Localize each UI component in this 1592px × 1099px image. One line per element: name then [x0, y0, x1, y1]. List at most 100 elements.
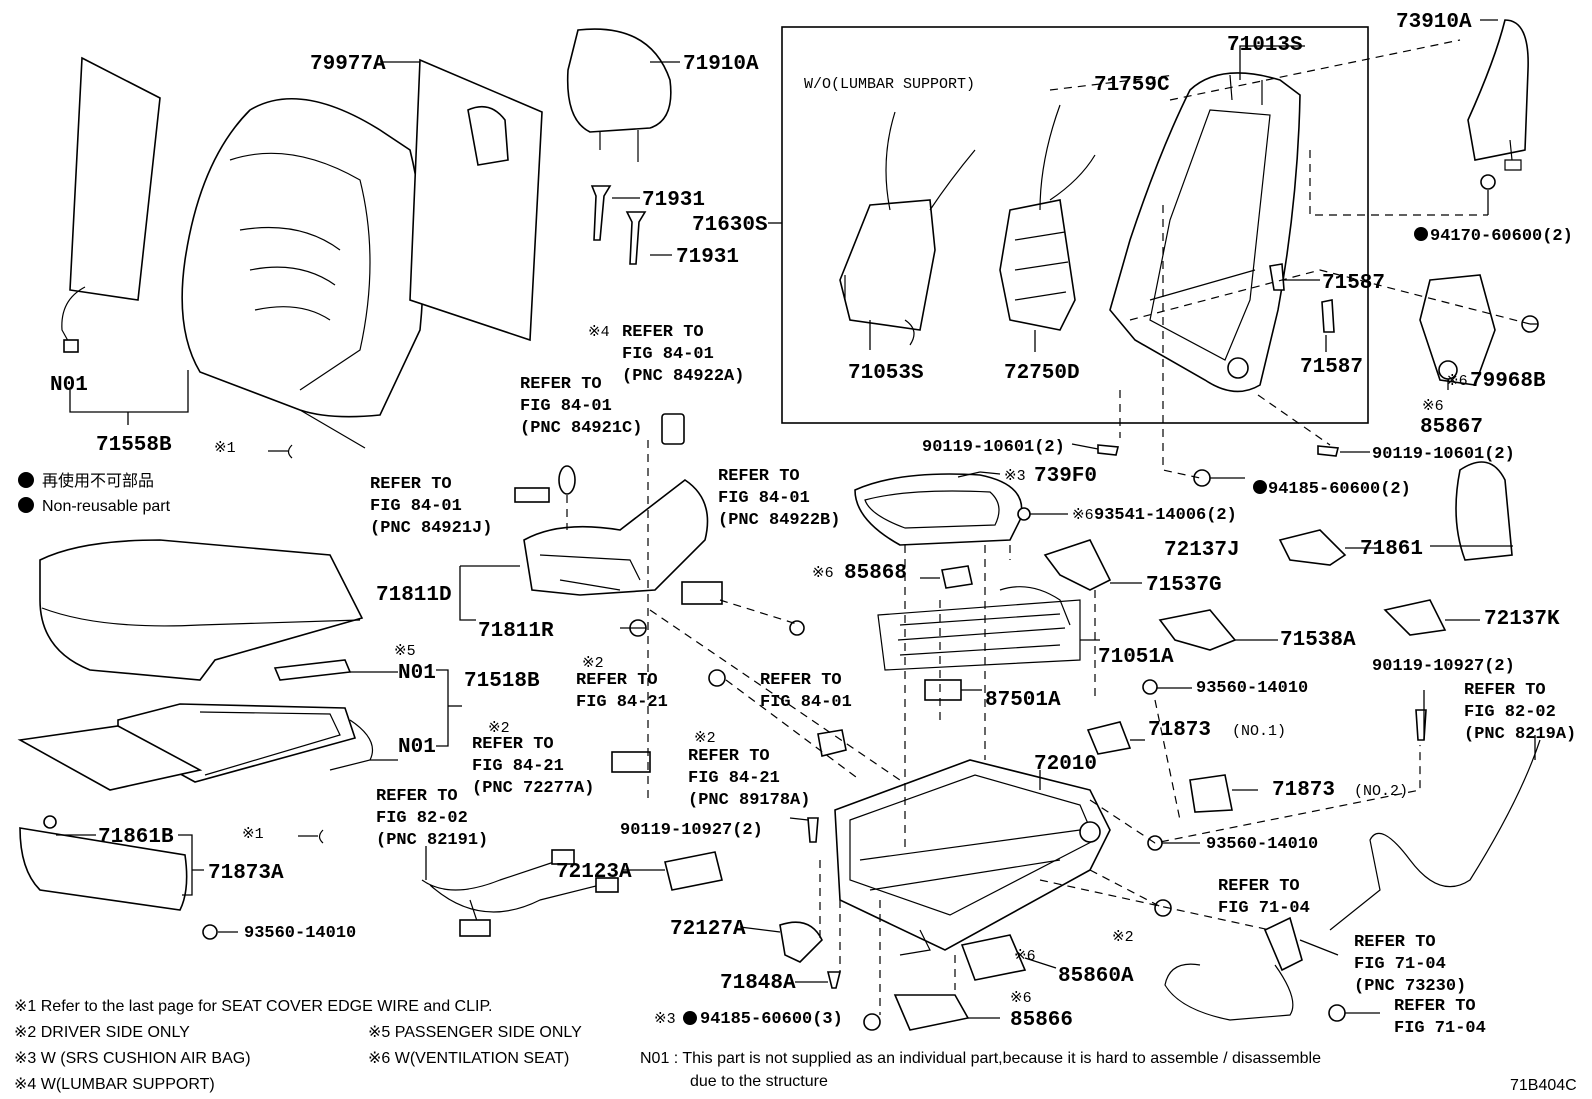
note-no2: (NO.2): [1354, 783, 1408, 800]
ref-72277A: REFER TO FIG 84-21 (PNC 72277A): [472, 735, 594, 798]
ref-71-04-upper: REFER TO FIG 71-04: [1218, 877, 1310, 918]
ref-71-04-lower: REFER TO FIG 71-04: [1394, 997, 1486, 1038]
nut-refer-71-04-lower: [1328, 1004, 1346, 1022]
label-85867: 85867: [1420, 416, 1483, 439]
label-72010: 72010: [1034, 753, 1097, 776]
label-71538A: 71538A: [1280, 629, 1356, 652]
ref-84922A-l2: FIG 84-01: [622, 345, 714, 364]
refer-to-blocks: REFER TO FIG 84-01 (PNC 84922A) REFER TO…: [370, 323, 1576, 1038]
ref-84922B-l1: REFER TO: [718, 467, 800, 486]
bracket-72137J: [1278, 529, 1347, 566]
headrest-support-2: [625, 211, 647, 265]
label-79968B: 79968B: [1470, 370, 1546, 393]
ref-84-21-l1: REFER TO: [576, 671, 658, 690]
label-79977A: 79977A: [310, 53, 386, 76]
footnote-3: ※3 W (SRS CUSHION AIR BAG): [14, 1050, 251, 1067]
bracket-71873-no2: [1189, 774, 1233, 813]
footnote-6: ※6 W(VENTILATION SEAT): [368, 1050, 569, 1067]
lumbar-support-assembly: [999, 104, 1096, 331]
label-72127A: 72127A: [670, 918, 746, 941]
ref-84921C-l2: FIG 84-01: [520, 397, 612, 416]
ref-82191-l1: REFER TO: [376, 787, 458, 806]
label-71051A: 71051A: [1098, 646, 1174, 669]
note-x4: ※4: [588, 324, 610, 341]
note-x2-89178A: ※2: [694, 730, 716, 747]
label-85866: 85866: [1010, 1009, 1073, 1032]
footnote-5: ※5 PASSENGER SIDE ONLY: [368, 1024, 582, 1041]
label-71053S: 71053S: [848, 362, 924, 385]
ref-84-01: REFER TO FIG 84-01: [760, 671, 852, 712]
seat-back-board: [409, 58, 543, 342]
ventilation-motor-85867: [1419, 274, 1496, 386]
label-73910A: 73910A: [1396, 11, 1472, 34]
legend-dot-en: [18, 497, 34, 513]
bracket-72137K: [1383, 599, 1447, 636]
label-71587-a: 71587: [1322, 272, 1385, 295]
ref-84922A: REFER TO FIG 84-01 (PNC 84922A): [622, 323, 744, 386]
clip-71848A: [826, 971, 842, 989]
ref-84-01-l1: REFER TO: [760, 671, 842, 690]
ref-72277A-l1: REFER TO: [472, 735, 554, 754]
note-x6-85868: ※6: [812, 565, 834, 582]
label-N01-b: N01: [398, 662, 436, 685]
bracket-71873-no1: [1086, 721, 1132, 755]
note-x1-b: ※1: [242, 826, 264, 843]
cushion-pad-heater: [17, 659, 374, 791]
note-x3-739F0: ※3: [1004, 468, 1026, 485]
ref-82191: REFER TO FIG 82-02 (PNC 82191): [376, 787, 488, 850]
label-71811R: 71811R: [478, 620, 554, 643]
footnote-4: ※4 W(LUMBAR SUPPORT): [14, 1076, 215, 1093]
headrest-support-1: [590, 185, 612, 241]
assembly-dashed-lines: [566, 39, 1531, 1015]
legend-en-text: Non-reusable part: [42, 498, 171, 515]
label-72750D: 72750D: [1004, 362, 1080, 385]
nut-94185-lower: [863, 1013, 881, 1031]
ref-73230: REFER TO FIG 71-04 (PNC 73230): [1354, 933, 1466, 996]
label-90119-10601-a: 90119-10601(2): [922, 438, 1065, 457]
ref-84921C-l1: REFER TO: [520, 375, 602, 394]
seat-back-heater-pad: [61, 56, 161, 353]
ref-84-01-l2: FIG 84-01: [760, 693, 852, 712]
nonreusable-dot-94185a: [1253, 480, 1267, 494]
label-71873-no2: 71873: [1272, 779, 1335, 802]
bolt-90119-10927-left: [807, 817, 819, 843]
seat-back-frame: [1109, 72, 1301, 393]
clip-symbol-1: [287, 444, 293, 459]
nonreusable-dot-94170: [1414, 227, 1428, 241]
ref-89178A: REFER TO FIG 84-21 (PNC 89178A): [688, 747, 810, 810]
ref-71-04-upper-l1: REFER TO: [1218, 877, 1300, 896]
ref-84922A-l1: REFER TO: [622, 323, 704, 342]
frame-group-box: [781, 26, 1369, 424]
label-85860A: 85860A: [1058, 965, 1134, 988]
cover-72123A: [664, 851, 723, 891]
note-x2-72277A: ※2: [488, 720, 510, 737]
bolt-90119-10601-right: [1317, 445, 1340, 457]
screw-93560-lower-left: [202, 924, 218, 940]
switch-84922B: [681, 581, 723, 605]
wire-harness-8219A: [1329, 739, 1541, 931]
label-71013S: 71013S: [1227, 34, 1303, 57]
label-71873A: 71873A: [208, 862, 284, 885]
wire-harness-82191: [421, 849, 619, 937]
bracket-71538A: [1158, 609, 1237, 651]
ref-84921C: REFER TO FIG 84-01 (PNC 84921C): [520, 375, 642, 438]
label-93560-b: 93560-14010: [1206, 835, 1318, 854]
switch-84922A: [661, 413, 685, 445]
note-x5: ※5: [394, 643, 416, 660]
ref-84921C-l3: (PNC 84921C): [520, 419, 642, 438]
switch-84921J: [514, 487, 550, 503]
ref-8219A-l3: (PNC 8219A): [1464, 725, 1576, 744]
part-72277A: [611, 751, 651, 773]
ref-89178A-l3: (PNC 89178A): [688, 791, 810, 810]
label-94185-a: 94185-60600(2): [1268, 480, 1411, 499]
screw-93541: [1017, 507, 1031, 521]
seat-heater-mat-71051A: [877, 586, 1081, 671]
label-71931-b: 71931: [676, 246, 739, 269]
switch-84921C: [558, 465, 576, 495]
note-x1-a: ※1: [214, 440, 236, 457]
ref-72277A-l2: FIG 84-21: [472, 757, 564, 776]
ref-84922B: REFER TO FIG 84-01 (PNC 84922B): [718, 467, 840, 530]
ref-84921J-l3: (PNC 84921J): [370, 519, 492, 538]
label-N01-c: N01: [398, 736, 436, 759]
